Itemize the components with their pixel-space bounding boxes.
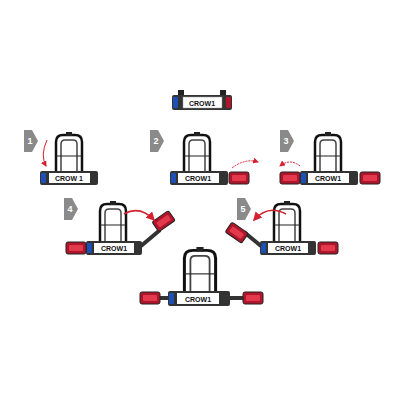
carrier-step5 [225,201,338,255]
plate-text: CROW1 [101,245,127,252]
carrier-step2 [170,132,258,185]
plate-text: CROW 1 [55,175,83,182]
plate-text: CROW1 [185,175,211,182]
callout-number: 3 [283,137,288,146]
carrier-step3 [280,132,380,185]
callout-number: 4 [67,205,72,214]
plate-text: CROW1 [189,100,215,107]
folded-carrier [172,90,232,110]
step-badges [24,130,294,220]
plate-text: CROW1 [185,296,211,303]
carrier-step4 [66,201,175,255]
callout-number: 5 [240,205,245,214]
plate-text: CROW1 [275,245,301,252]
callout-number: 2 [153,137,158,146]
carrier-final [140,247,263,306]
callout-number: 1 [27,137,32,146]
plate-text: CROW1 [315,175,341,182]
carrier-step1 [40,132,98,185]
